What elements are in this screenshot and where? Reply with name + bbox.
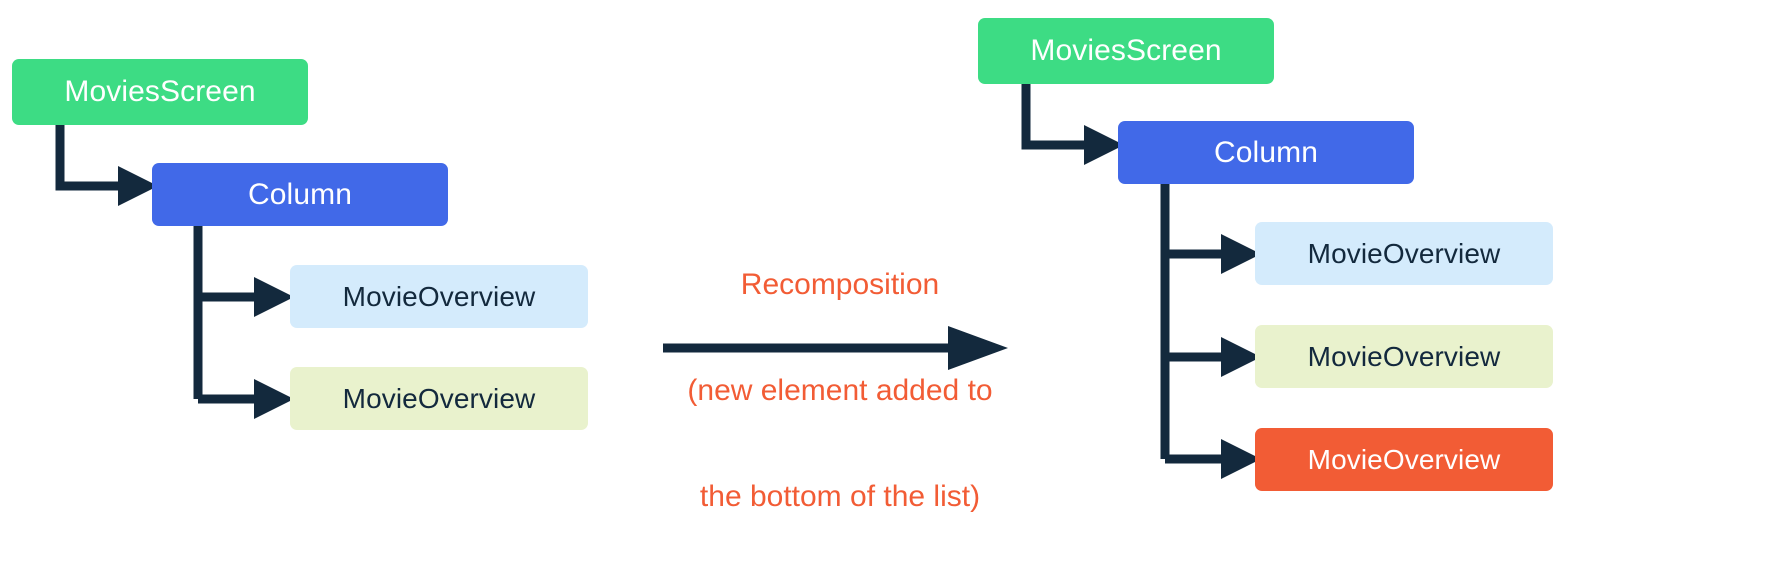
- node-movie-overview-1-before[interactable]: MovieOverview: [290, 265, 588, 328]
- node-movie-overview-3-new-after[interactable]: MovieOverview: [1255, 428, 1553, 491]
- node-label-movies-screen-before: MoviesScreen: [64, 75, 256, 108]
- connector-moviesscreen-to-column-before: [55, 122, 158, 206]
- transition-caption-line-1: Recomposition: [740, 267, 940, 301]
- node-movie-overview-1-after[interactable]: MovieOverview: [1255, 222, 1553, 285]
- node-movies-screen-before[interactable]: MoviesScreen: [12, 59, 308, 125]
- node-movie-overview-2-after[interactable]: MovieOverview: [1255, 325, 1553, 388]
- transition-caption-line-2: (new element added to: [687, 373, 993, 407]
- node-label-movie-overview-2-before: MovieOverview: [342, 382, 536, 414]
- node-column-before[interactable]: Column: [152, 163, 448, 226]
- node-label-movie-overview-1-before: MovieOverview: [342, 280, 536, 312]
- transition-caption-line-3: the bottom of the list): [699, 480, 981, 514]
- node-label-movie-overview-2-after: MovieOverview: [1307, 340, 1501, 372]
- node-movie-overview-2-before[interactable]: MovieOverview: [290, 367, 588, 430]
- connector-moviesscreen-to-column-after: [1021, 81, 1124, 165]
- node-label-movie-overview-1-after: MovieOverview: [1307, 237, 1501, 269]
- node-label-column-after: Column: [1214, 135, 1318, 169]
- node-movies-screen-after[interactable]: MoviesScreen: [978, 18, 1274, 84]
- node-label-column-before: Column: [248, 177, 352, 211]
- node-label-movies-screen-after: MoviesScreen: [1030, 34, 1222, 67]
- transition-caption: Recomposition (new element added to the …: [660, 196, 1020, 584]
- node-label-movie-overview-3-new-after: MovieOverview: [1307, 443, 1501, 475]
- node-column-after[interactable]: Column: [1118, 121, 1414, 184]
